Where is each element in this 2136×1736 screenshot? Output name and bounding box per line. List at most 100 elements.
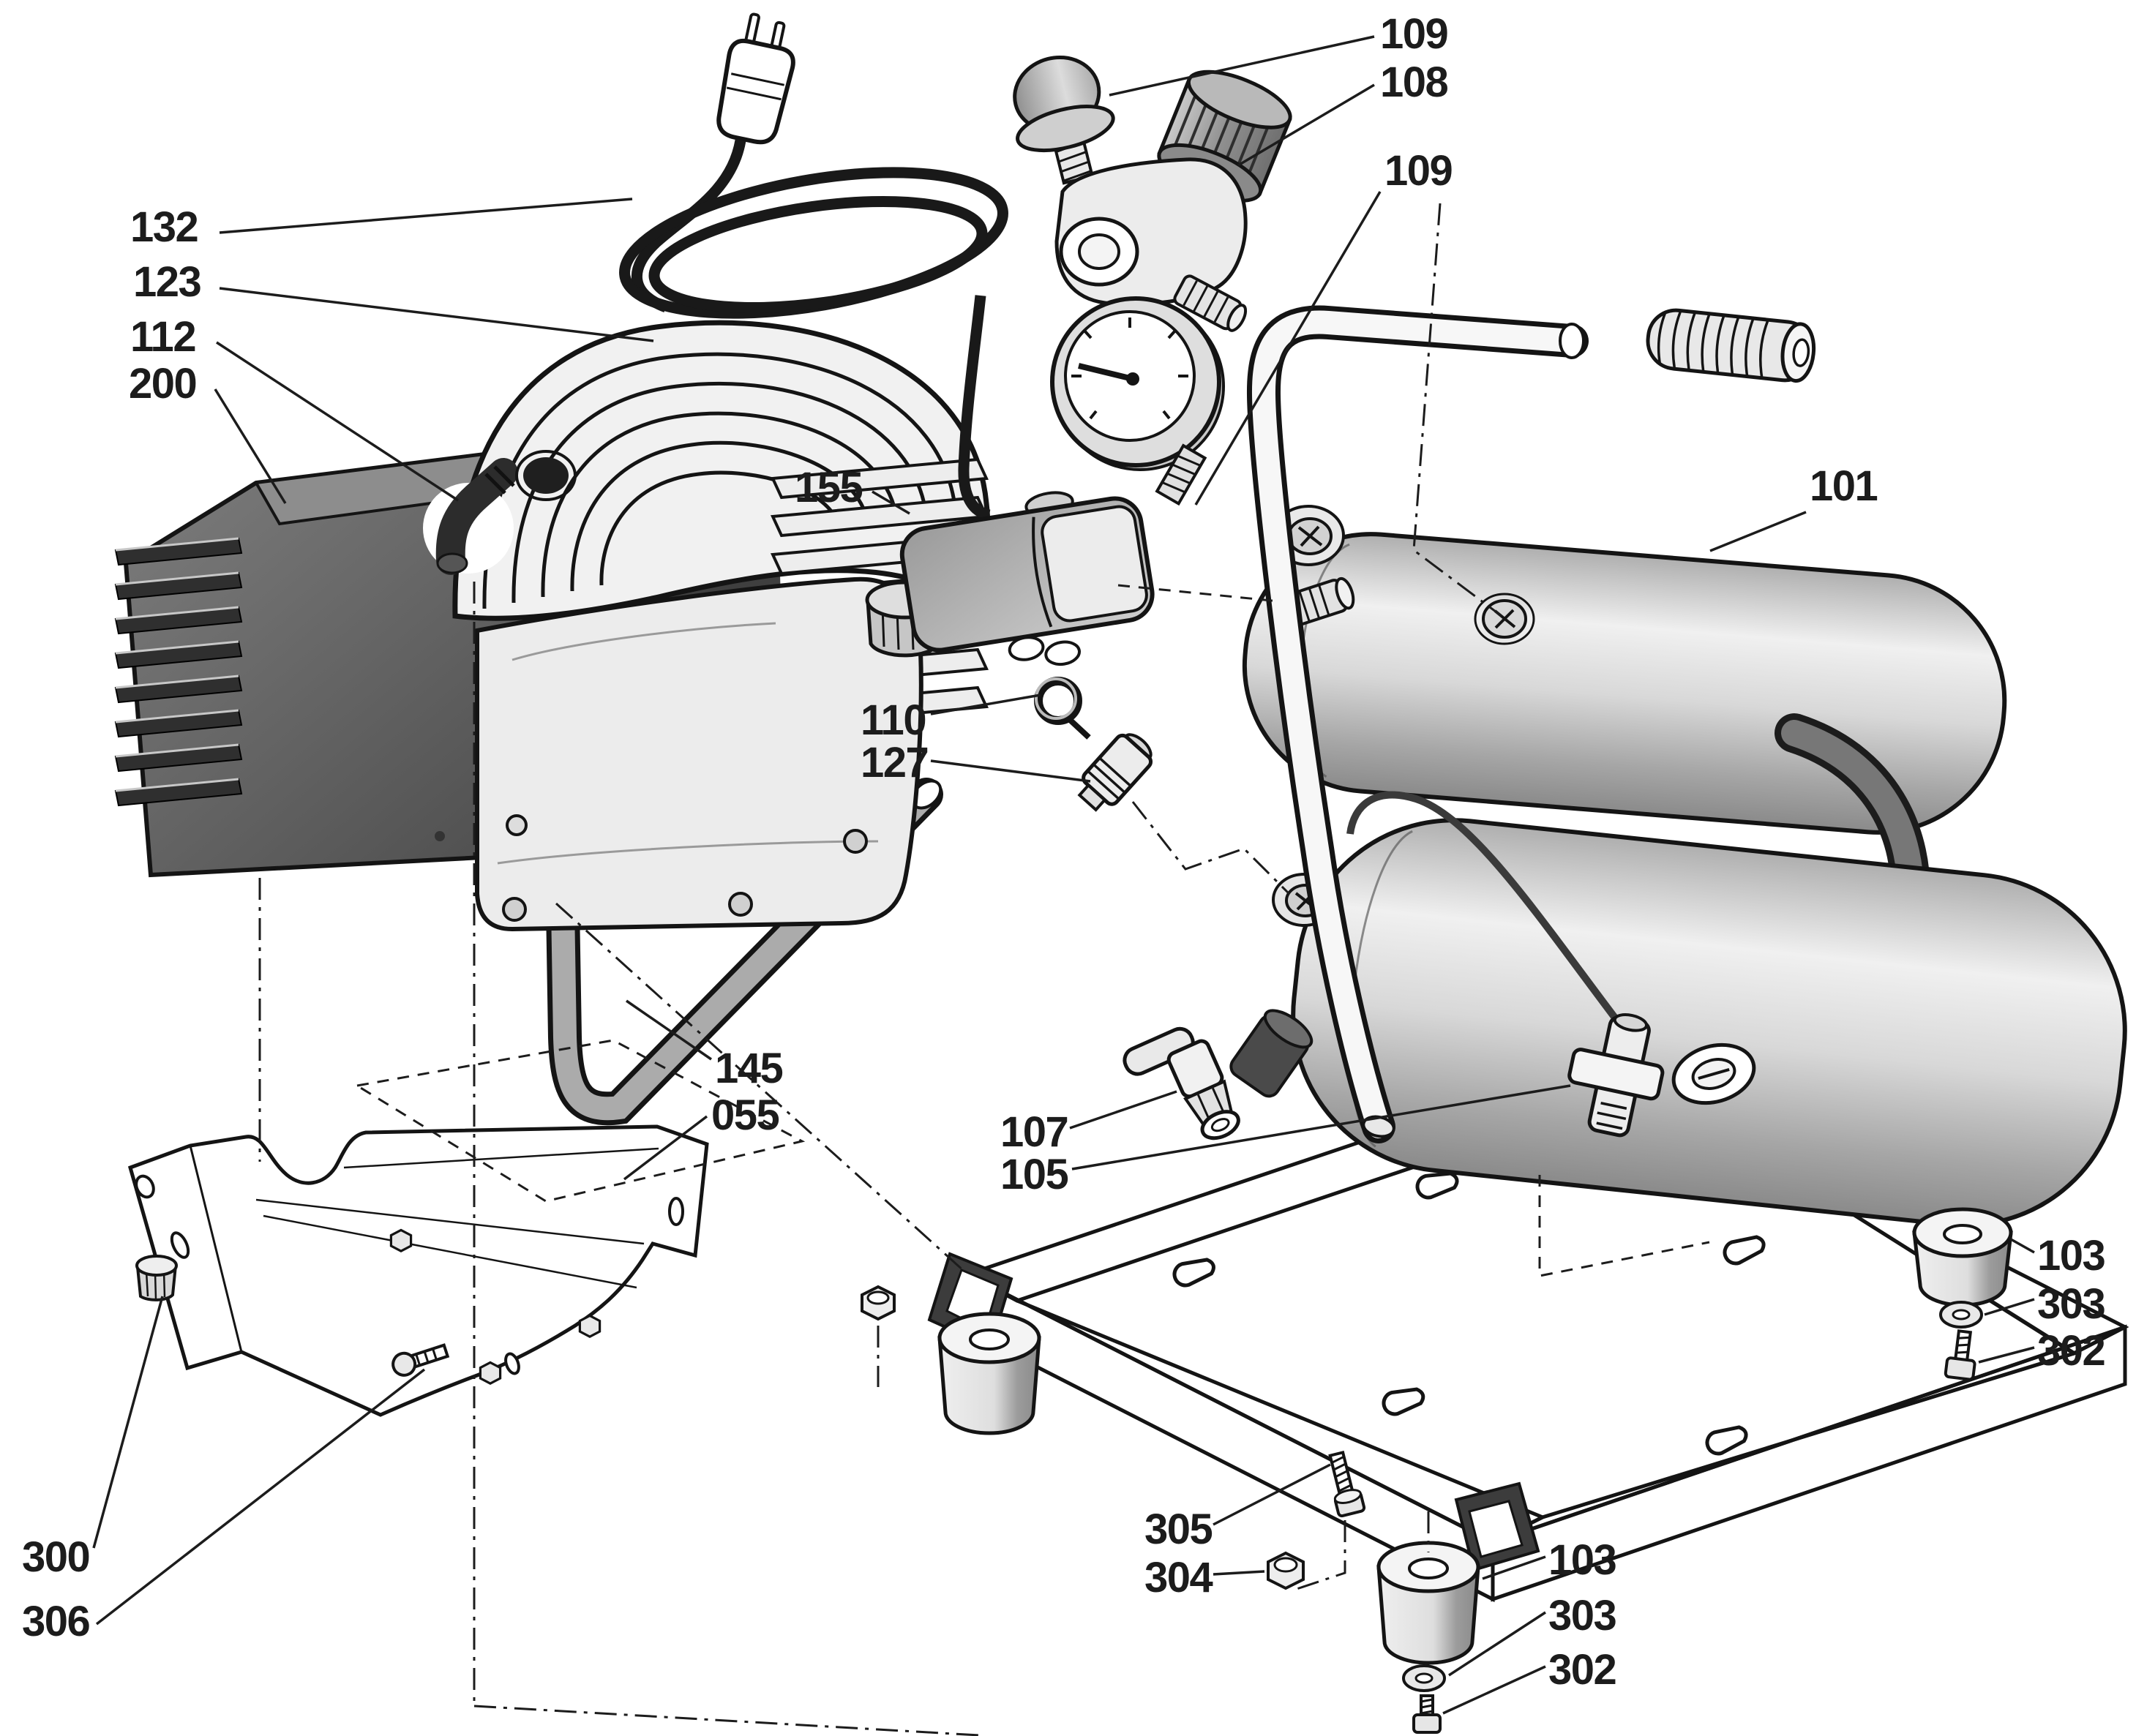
leader-line-303r — [1984, 1298, 2035, 1316]
part-label-300: 300 — [22, 1533, 89, 1581]
drain-cock — [1123, 1026, 1240, 1141]
leader-line-055 — [623, 1115, 708, 1181]
leader-line-103r — [2010, 1238, 2035, 1254]
part-label-101: 101 — [1810, 462, 1878, 510]
cylinder-head — [452, 320, 991, 621]
part-label-055: 055 — [711, 1091, 779, 1139]
pump-assembly — [114, 320, 991, 1126]
lower-tank — [1229, 791, 2127, 1228]
leader-line-302b — [1442, 1665, 1546, 1715]
part-label-304: 304 — [1144, 1554, 1213, 1601]
construction-line-4 — [555, 902, 966, 1273]
frame-nut-left — [861, 1285, 896, 1321]
construction-line-2 — [356, 1039, 806, 1203]
part-label-105: 105 — [1000, 1151, 1068, 1198]
handle-grip — [1646, 308, 1816, 383]
part-label-103r: 103 — [2037, 1232, 2105, 1280]
drain-port-stub — [1229, 1009, 1314, 1098]
power-plug — [716, 12, 795, 145]
leader-line-304 — [1213, 1570, 1265, 1576]
base-frame-front — [861, 1252, 2127, 1603]
leader-line-306 — [95, 1368, 426, 1626]
part-label-127: 127 — [861, 739, 928, 786]
grommet-300 — [135, 1255, 178, 1301]
frame-nut-304 — [1267, 1551, 1305, 1590]
poly-tube — [1346, 791, 1641, 1051]
part-label-155: 155 — [795, 464, 863, 511]
check-valve-port — [1671, 1042, 1756, 1105]
part-label-145: 145 — [715, 1045, 783, 1092]
part-label-200: 200 — [129, 360, 196, 407]
construction-line-9 — [1296, 1520, 1346, 1590]
leader-line-300 — [92, 1296, 164, 1549]
leader-line-112 — [216, 341, 459, 502]
handle — [1246, 305, 1589, 1143]
rubber-foot-bottom — [1376, 1541, 1480, 1734]
part-label-302b: 302 — [1548, 1646, 1616, 1694]
part-label-303b: 303 — [1548, 1592, 1616, 1639]
leader-line-107 — [1069, 1090, 1177, 1130]
part-label-109a: 109 — [1380, 10, 1448, 58]
construction-line-5 — [1117, 584, 1280, 603]
power-cord — [619, 12, 1008, 521]
part-label-107: 107 — [1000, 1108, 1068, 1156]
crankcase — [435, 576, 923, 932]
part-label-112: 112 — [130, 313, 195, 361]
safety-valve — [1034, 677, 1153, 812]
dash-leader-127 — [1131, 801, 1291, 895]
gauge-stem — [1155, 443, 1207, 506]
leader-line-110 — [930, 694, 1041, 715]
keyhole-slots — [1172, 1171, 1766, 1456]
part-label-303r: 303 — [2037, 1280, 2105, 1328]
pull-ring — [1034, 677, 1082, 725]
leader-line-155 — [872, 490, 910, 515]
leader-line-109a — [1109, 35, 1375, 97]
bracket-screw-306 — [391, 1343, 450, 1377]
part-label-103b: 103 — [1548, 1536, 1616, 1584]
pressure-gauge — [1050, 296, 1225, 506]
rubber-foot-left — [937, 1312, 1041, 1435]
construction-line-6 — [1538, 1175, 1710, 1277]
dash-leader-109b — [1412, 203, 1502, 617]
leader-line-127 — [930, 759, 1091, 783]
intake-port — [515, 450, 577, 501]
leader-line-303b — [1448, 1611, 1546, 1677]
leader-line-123 — [219, 287, 654, 342]
leader-line-145 — [626, 999, 712, 1061]
switch-fittings — [1008, 636, 1082, 666]
leader-line-103b — [1482, 1555, 1546, 1580]
bolt-bottom — [1412, 1694, 1442, 1734]
louver-fins — [114, 537, 243, 807]
part-label-132: 132 — [130, 203, 198, 251]
leader-line-132 — [219, 198, 633, 234]
leader-line-200 — [214, 388, 287, 504]
rubber-foot-right — [1912, 1207, 2013, 1381]
pressure-switch — [899, 491, 1155, 666]
part-label-302r: 302 — [2037, 1327, 2105, 1375]
part-label-306: 306 — [22, 1598, 90, 1645]
part-label-108: 108 — [1380, 59, 1448, 106]
regulator-nipple — [1173, 274, 1248, 332]
bolt-right — [1944, 1329, 1976, 1381]
part-label-109b: 109 — [1384, 147, 1453, 195]
leader-line-305 — [1213, 1463, 1331, 1526]
part-label-123: 123 — [133, 258, 201, 306]
leader-line-302r — [1978, 1346, 2035, 1364]
cap-fitting — [1013, 55, 1115, 185]
leader-line-108 — [1237, 83, 1375, 167]
elbow-fitting — [423, 458, 518, 575]
leader-line-101 — [1709, 511, 1807, 552]
frame-screw-305 — [1328, 1450, 1366, 1518]
bracket-nut — [389, 1228, 413, 1253]
regulator-valve — [1054, 69, 1292, 332]
saddle-bracket — [127, 1124, 709, 1417]
discharge-tube — [544, 759, 943, 1126]
bracket-nut — [578, 1314, 602, 1339]
construction-line-3 — [473, 1705, 980, 1736]
check-valve — [1567, 1013, 1665, 1138]
part-label-110: 110 — [861, 696, 926, 744]
leader-line-109b — [1194, 191, 1382, 506]
